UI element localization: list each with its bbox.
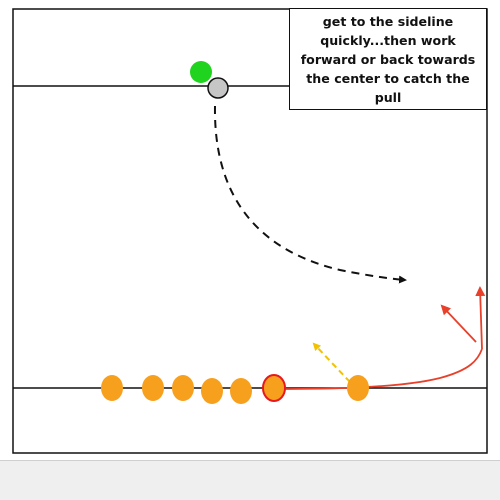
pull-trajectory-arrow (213, 105, 407, 284)
cut-forward-arrow (475, 286, 486, 350)
bottom-divider (0, 460, 500, 461)
annotation-note: get to the sideline quickly...then work … (289, 8, 487, 110)
bottom-strip (0, 460, 500, 500)
player-5 (230, 378, 252, 404)
cut-path (274, 348, 483, 390)
player-highlighted (262, 374, 286, 402)
disc-gray (207, 77, 229, 99)
drift-arrow (312, 342, 351, 383)
player-6 (347, 375, 369, 401)
player-1 (101, 375, 123, 401)
puller-green (190, 61, 212, 83)
player-3 (172, 375, 194, 401)
player-4 (201, 378, 223, 404)
field-outline (12, 8, 488, 454)
cut-diagonal-arrow (440, 304, 477, 343)
player-2 (142, 375, 164, 401)
field-diagram (12, 8, 488, 454)
